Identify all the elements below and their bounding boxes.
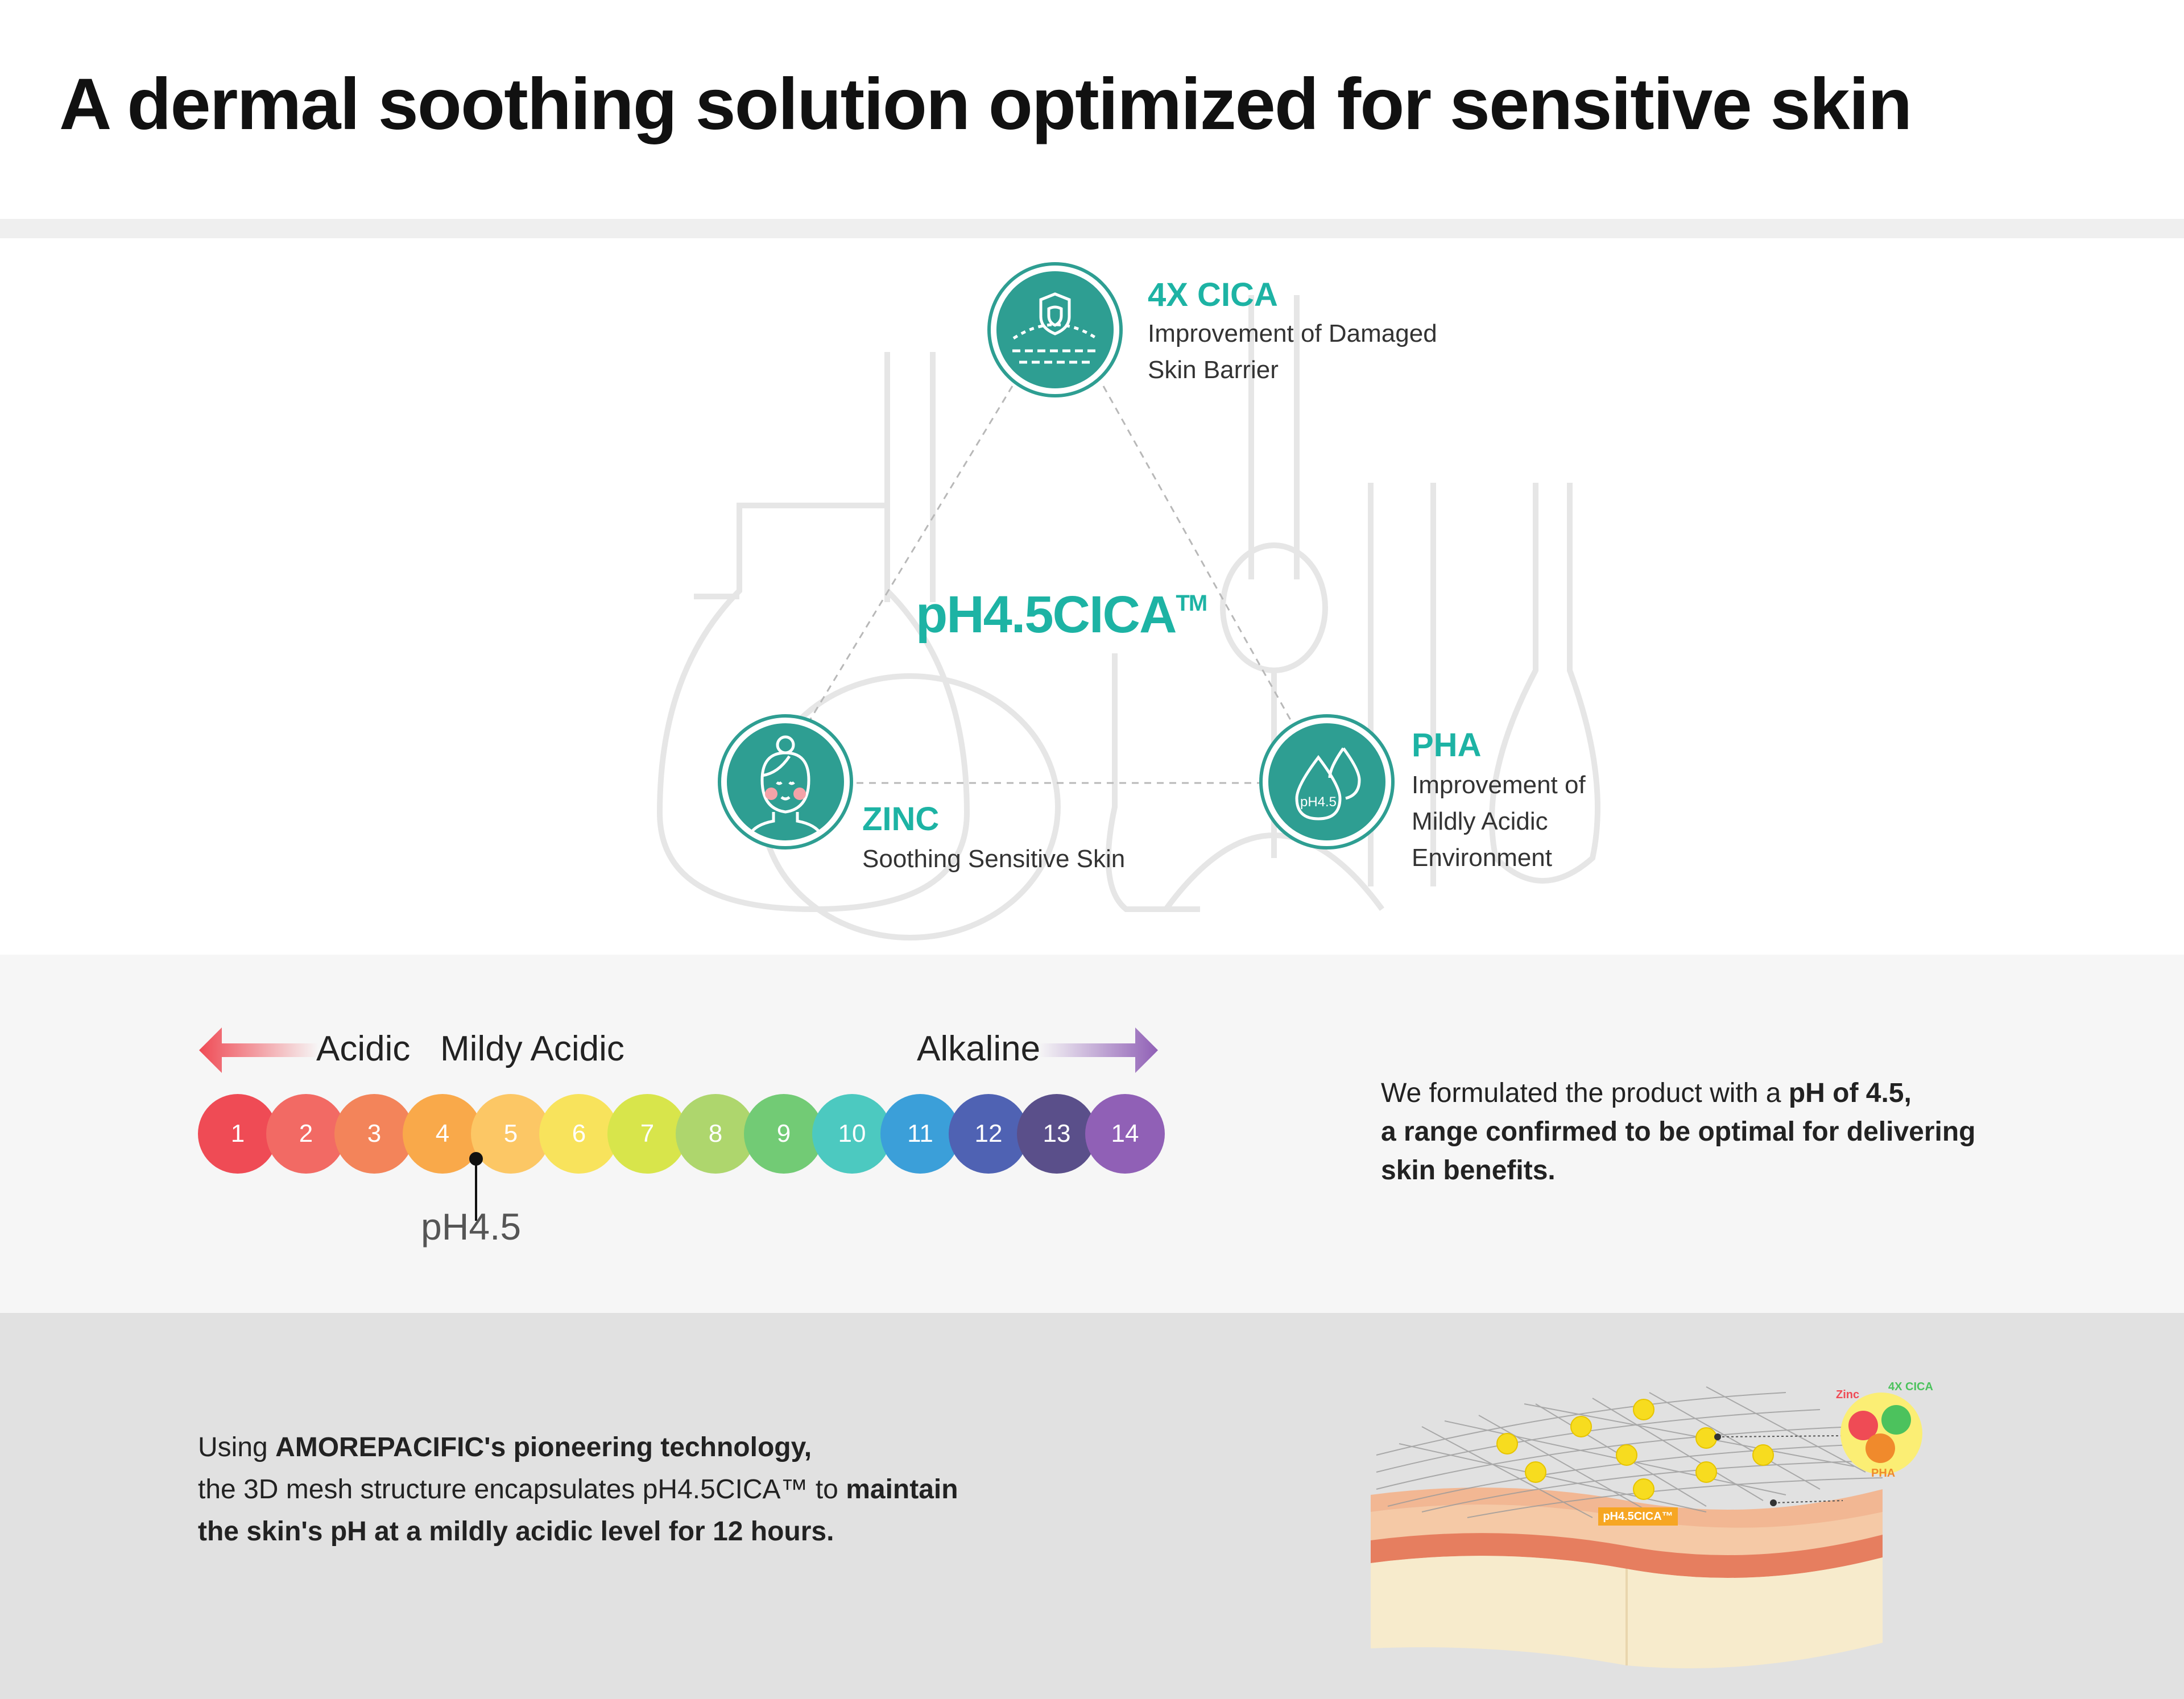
mesh-technology-section: Using AMOREPACIFIC's pioneering technolo… (0, 1313, 2184, 1699)
ingredients-section: 4X CICA Improvement of Damaged Skin Barr… (0, 238, 2184, 955)
ph-value-12: 12 (949, 1094, 1028, 1174)
svg-text:pH4.5CICA™: pH4.5CICA™ (1603, 1510, 1673, 1523)
ph-value-11: 11 (880, 1094, 960, 1174)
ingredient-desc-pha-line2: Mildly Acidic (1412, 807, 1548, 835)
ph-value-4: 4 (403, 1094, 482, 1174)
label-alkaline: Alkaline (917, 1029, 1041, 1068)
ph-value-5: 5 (471, 1094, 551, 1174)
mesh-skin-illustration: pH4.5CICA™ Zinc 4X CICA PHA (1371, 1381, 1933, 1668)
ph-value-9: 9 (744, 1094, 824, 1174)
ingredient-desc-cica-line1: Improvement of Damaged (1148, 320, 1437, 347)
ingredient-name-zinc: ZINC (862, 801, 940, 838)
ph-value-13: 13 (1017, 1094, 1097, 1174)
svg-text:Zinc: Zinc (1836, 1389, 1859, 1401)
ph-value-14: 14 (1085, 1094, 1165, 1174)
ph-marker-line (475, 1164, 477, 1221)
pha-icon-circle: pH4.5 (1263, 718, 1391, 846)
cica-icon-circle (991, 266, 1119, 394)
acidic-arrow-icon (199, 1027, 318, 1073)
face-icon (748, 735, 823, 836)
label-acidic: Acidic (316, 1029, 411, 1068)
ph-value-6: 6 (539, 1094, 619, 1174)
ingredient-name-cica: 4X CICA (1148, 276, 1278, 313)
zinc-icon-circle (721, 718, 850, 846)
ingredient-desc-pha-line3: Environment (1412, 844, 1553, 872)
drops-icon: pH4.5 (1295, 747, 1361, 821)
svg-text:4X CICA: 4X CICA (1888, 1381, 1933, 1393)
ph-marker-label: pH4.5 (421, 1205, 522, 1248)
ph-marker-dot (469, 1152, 483, 1166)
ph-value-8: 8 (676, 1094, 755, 1174)
brand-name: pH4.5CICATM (916, 586, 1207, 644)
connector-lines (784, 386, 1315, 784)
shield-skin-icon (1012, 292, 1098, 364)
label-mildly-acidic: Mildy Acidic (440, 1029, 624, 1068)
ingredient-desc-zinc: Soothing Sensitive Skin (862, 845, 1126, 873)
ingredient-name-pha: PHA (1412, 727, 1482, 764)
ingredient-desc-cica-line2: Skin Barrier (1148, 356, 1279, 384)
alkaline-arrow-icon (1039, 1027, 1158, 1073)
mesh-description: Using AMOREPACIFIC's pioneering technolo… (198, 1432, 958, 1547)
ingredient-desc-pha-line1: Improvement of (1412, 771, 1586, 799)
ph-value-1: 1 (198, 1094, 278, 1174)
ph-description: We formulated the product with a pH of 4… (1381, 1078, 1976, 1186)
svg-text:PHA: PHA (1871, 1467, 1895, 1480)
page-title: A dermal soothing solution optimized for… (59, 64, 1912, 145)
ph-value-3: 3 (334, 1094, 414, 1174)
section-divider (0, 219, 2184, 238)
svg-text:pH4.5: pH4.5 (1300, 794, 1337, 810)
ph-value-10: 10 (812, 1094, 892, 1174)
ph-value-2: 2 (266, 1094, 346, 1174)
ph-value-7: 7 (607, 1094, 687, 1174)
